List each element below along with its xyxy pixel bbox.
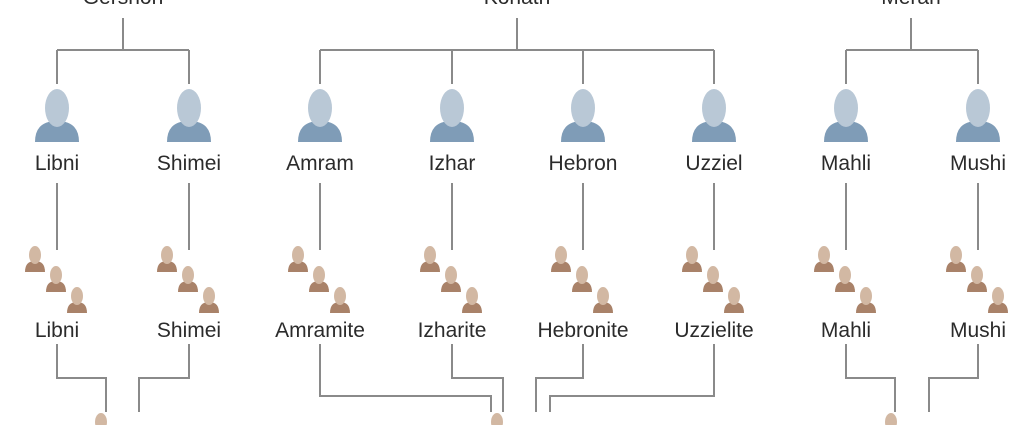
clan-group-icon xyxy=(551,246,613,313)
bottom-partial-icons xyxy=(95,413,897,425)
clan-name-shimei: Shimei xyxy=(157,319,221,342)
person-head-icon xyxy=(95,413,107,425)
clan-group-icon xyxy=(25,246,87,313)
clan-group-icons xyxy=(25,246,1008,313)
person-icon xyxy=(956,89,1000,142)
clan-name-mushi: Mushi xyxy=(950,319,1006,342)
connector-lines xyxy=(56,18,979,412)
clan-group-icon xyxy=(814,246,876,313)
clan-name-hebronite: Hebronite xyxy=(537,319,628,342)
parent-name-gershon: Gershon xyxy=(83,0,164,9)
clan-name-uzzielite: Uzzielite xyxy=(674,319,753,342)
clan-name-amramite: Amramite xyxy=(275,319,365,342)
person-icon xyxy=(692,89,736,142)
person-head-icon xyxy=(491,413,503,425)
person-icon xyxy=(561,89,605,142)
person-icon xyxy=(167,89,211,142)
clan-name-libni: Libni xyxy=(35,319,79,342)
clan-group-icon xyxy=(288,246,350,313)
son-person-icons xyxy=(35,89,1000,142)
person-icon xyxy=(824,89,868,142)
son-name-libni: Libni xyxy=(35,152,79,175)
person-icon xyxy=(298,89,342,142)
son-name-mahli: Mahli xyxy=(821,152,871,175)
clan-group-icon xyxy=(157,246,219,313)
son-name-amram: Amram xyxy=(286,152,354,175)
person-head-icon xyxy=(885,413,897,425)
clan-group-icon xyxy=(946,246,1008,313)
parent-name-kohath: Kohath xyxy=(484,0,551,9)
clan-name-izharite: Izharite xyxy=(418,319,487,342)
son-name-uzziel: Uzziel xyxy=(685,152,742,175)
clan-group-icon xyxy=(420,246,482,313)
son-name-izhar: Izhar xyxy=(429,152,476,175)
son-name-hebron: Hebron xyxy=(549,152,618,175)
person-icon xyxy=(430,89,474,142)
clan-group-icon xyxy=(682,246,744,313)
parent-name-merari: Merari xyxy=(881,0,941,9)
son-name-shimei: Shimei xyxy=(157,152,221,175)
person-icon xyxy=(35,89,79,142)
son-name-mushi: Mushi xyxy=(950,152,1006,175)
clan-name-mahli: Mahli xyxy=(821,319,871,342)
